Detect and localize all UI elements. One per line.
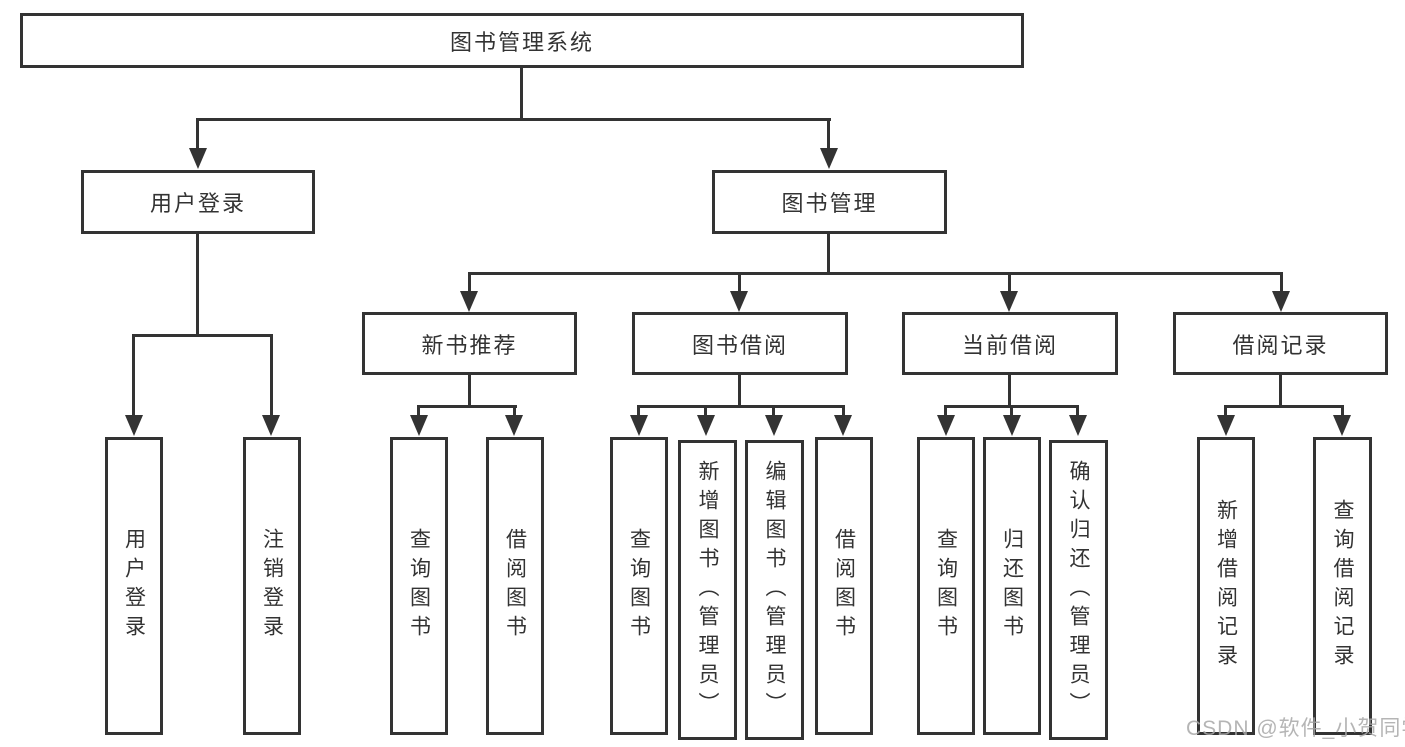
leaf-nbr-borrow-books-label: 借阅图书	[503, 528, 527, 644]
leaf-bb-edit-books-admin: 编辑图书（管理员）	[745, 440, 804, 740]
connector-leaf-drop	[513, 405, 516, 417]
node-book-management-branch: 图书管理	[712, 170, 947, 234]
arrow-down-icon	[820, 148, 838, 169]
arrow-down-icon	[460, 291, 478, 312]
node-new-book-recommend-label: 新书推荐	[421, 332, 518, 358]
connector-leaf-drop	[1010, 405, 1013, 417]
leaf-logout: 注销登录	[243, 437, 301, 735]
leaf-cb-confirm-return-admin-label: 确认归还（管理员）	[1067, 459, 1090, 721]
leaf-br-add-record-label: 新增借阅记录	[1214, 499, 1238, 673]
arrow-down-icon	[1272, 291, 1290, 312]
leaf-br-add-record: 新增借阅记录	[1197, 437, 1255, 735]
connector-nbr-rail	[417, 405, 517, 408]
leaf-br-query-record-label: 查询借阅记录	[1331, 499, 1354, 673]
connector-leaf-drop	[132, 334, 135, 416]
node-book-borrow: 图书借阅	[632, 312, 848, 375]
leaf-cb-confirm-return-admin: 确认归还（管理员）	[1049, 440, 1108, 740]
arrow-down-icon	[630, 415, 648, 436]
leaf-cb-return-books-label: 归还图书	[1000, 528, 1024, 644]
leaf-nbr-borrow-books: 借阅图书	[486, 437, 544, 735]
arrow-down-icon	[262, 415, 280, 436]
connector-leaf-drop	[1341, 405, 1344, 417]
node-book-management-branch-label: 图书管理	[781, 191, 878, 216]
csdn-watermark: CSDN @软件_小贺同学	[1186, 717, 1405, 740]
node-user-login-branch-label: 用户登录	[149, 191, 246, 216]
arrow-down-icon	[125, 415, 143, 436]
leaf-nbr-query-books: 查询图书	[390, 437, 448, 735]
leaf-br-query-record: 查询借阅记录	[1313, 437, 1372, 735]
node-user-login-branch: 用户登录	[81, 170, 315, 234]
arrow-down-icon	[765, 415, 783, 436]
connector-leaf-drop	[842, 405, 845, 417]
leaf-cb-query-books: 查询图书	[917, 437, 975, 735]
connector-leaf-drop	[1076, 405, 1079, 417]
connector-level2-rail	[468, 272, 1283, 275]
node-new-book-recommend: 新书推荐	[362, 312, 577, 375]
arrow-down-icon	[1000, 291, 1018, 312]
arrow-down-icon	[189, 148, 207, 169]
connector-root-stem	[520, 67, 523, 120]
connector-drop	[738, 272, 741, 293]
connector-user-login-drop	[196, 118, 199, 152]
connector-user-login-stem	[196, 234, 199, 337]
connector-book-mgmt-drop	[827, 118, 830, 152]
arrow-down-icon	[505, 415, 523, 436]
leaf-bb-add-books-admin: 新增图书（管理员）	[678, 440, 737, 740]
node-root: 图书管理系统	[20, 13, 1024, 68]
connector-drop	[1280, 272, 1283, 293]
connector-user-login-rail	[132, 334, 273, 337]
leaf-bb-add-books-admin-label: 新增图书（管理员）	[696, 459, 719, 721]
connector-bb-rail	[637, 405, 845, 408]
leaf-bb-borrow-books-label: 借阅图书	[832, 528, 856, 644]
arrow-down-icon	[697, 415, 715, 436]
leaf-user-login-label: 用户登录	[122, 528, 146, 644]
leaf-nbr-query-books-label: 查询图书	[407, 528, 431, 644]
arrow-down-icon	[1333, 415, 1351, 436]
arrow-down-icon	[937, 415, 955, 436]
connector-leaf-drop	[1224, 405, 1227, 417]
connector-leaf-drop	[417, 405, 420, 417]
node-current-borrow-label: 当前借阅	[961, 332, 1058, 358]
arrow-down-icon	[730, 291, 748, 312]
leaf-cb-query-books-label: 查询图书	[934, 528, 958, 644]
connector-drop	[1008, 272, 1011, 293]
leaf-user-login: 用户登录	[105, 437, 163, 735]
connector-leaf-drop	[772, 405, 775, 417]
connector-br-stem	[1279, 375, 1282, 407]
connector-leaf-drop	[637, 405, 640, 417]
connector-book-mgmt-stem	[827, 234, 830, 275]
leaf-bb-edit-books-admin-label: 编辑图书（管理员）	[763, 459, 786, 721]
arrow-down-icon	[1069, 415, 1087, 436]
node-current-borrow: 当前借阅	[902, 312, 1118, 375]
connector-cb-stem	[1008, 375, 1011, 407]
connector-level1-rail	[196, 118, 831, 121]
connector-leaf-drop	[944, 405, 947, 417]
leaf-bb-query-books: 查询图书	[610, 437, 668, 735]
node-book-borrow-label: 图书借阅	[691, 332, 788, 358]
leaf-logout-label: 注销登录	[260, 528, 284, 644]
arrow-down-icon	[1217, 415, 1235, 436]
connector-leaf-drop	[704, 405, 707, 417]
arrow-down-icon	[1003, 415, 1021, 436]
leaf-bb-query-books-label: 查询图书	[627, 528, 651, 644]
node-borrow-record: 借阅记录	[1173, 312, 1388, 375]
leaf-cb-return-books: 归还图书	[983, 437, 1041, 735]
arrow-down-icon	[410, 415, 428, 436]
connector-bb-stem	[738, 375, 741, 407]
node-root-label: 图书管理系统	[449, 29, 594, 55]
connector-leaf-drop	[270, 334, 273, 416]
connector-nbr-stem	[468, 375, 471, 407]
connector-br-rail	[1224, 405, 1344, 408]
arrow-down-icon	[834, 415, 852, 436]
leaf-bb-borrow-books: 借阅图书	[815, 437, 873, 735]
connector-drop	[468, 272, 471, 293]
node-borrow-record-label: 借阅记录	[1232, 332, 1329, 358]
